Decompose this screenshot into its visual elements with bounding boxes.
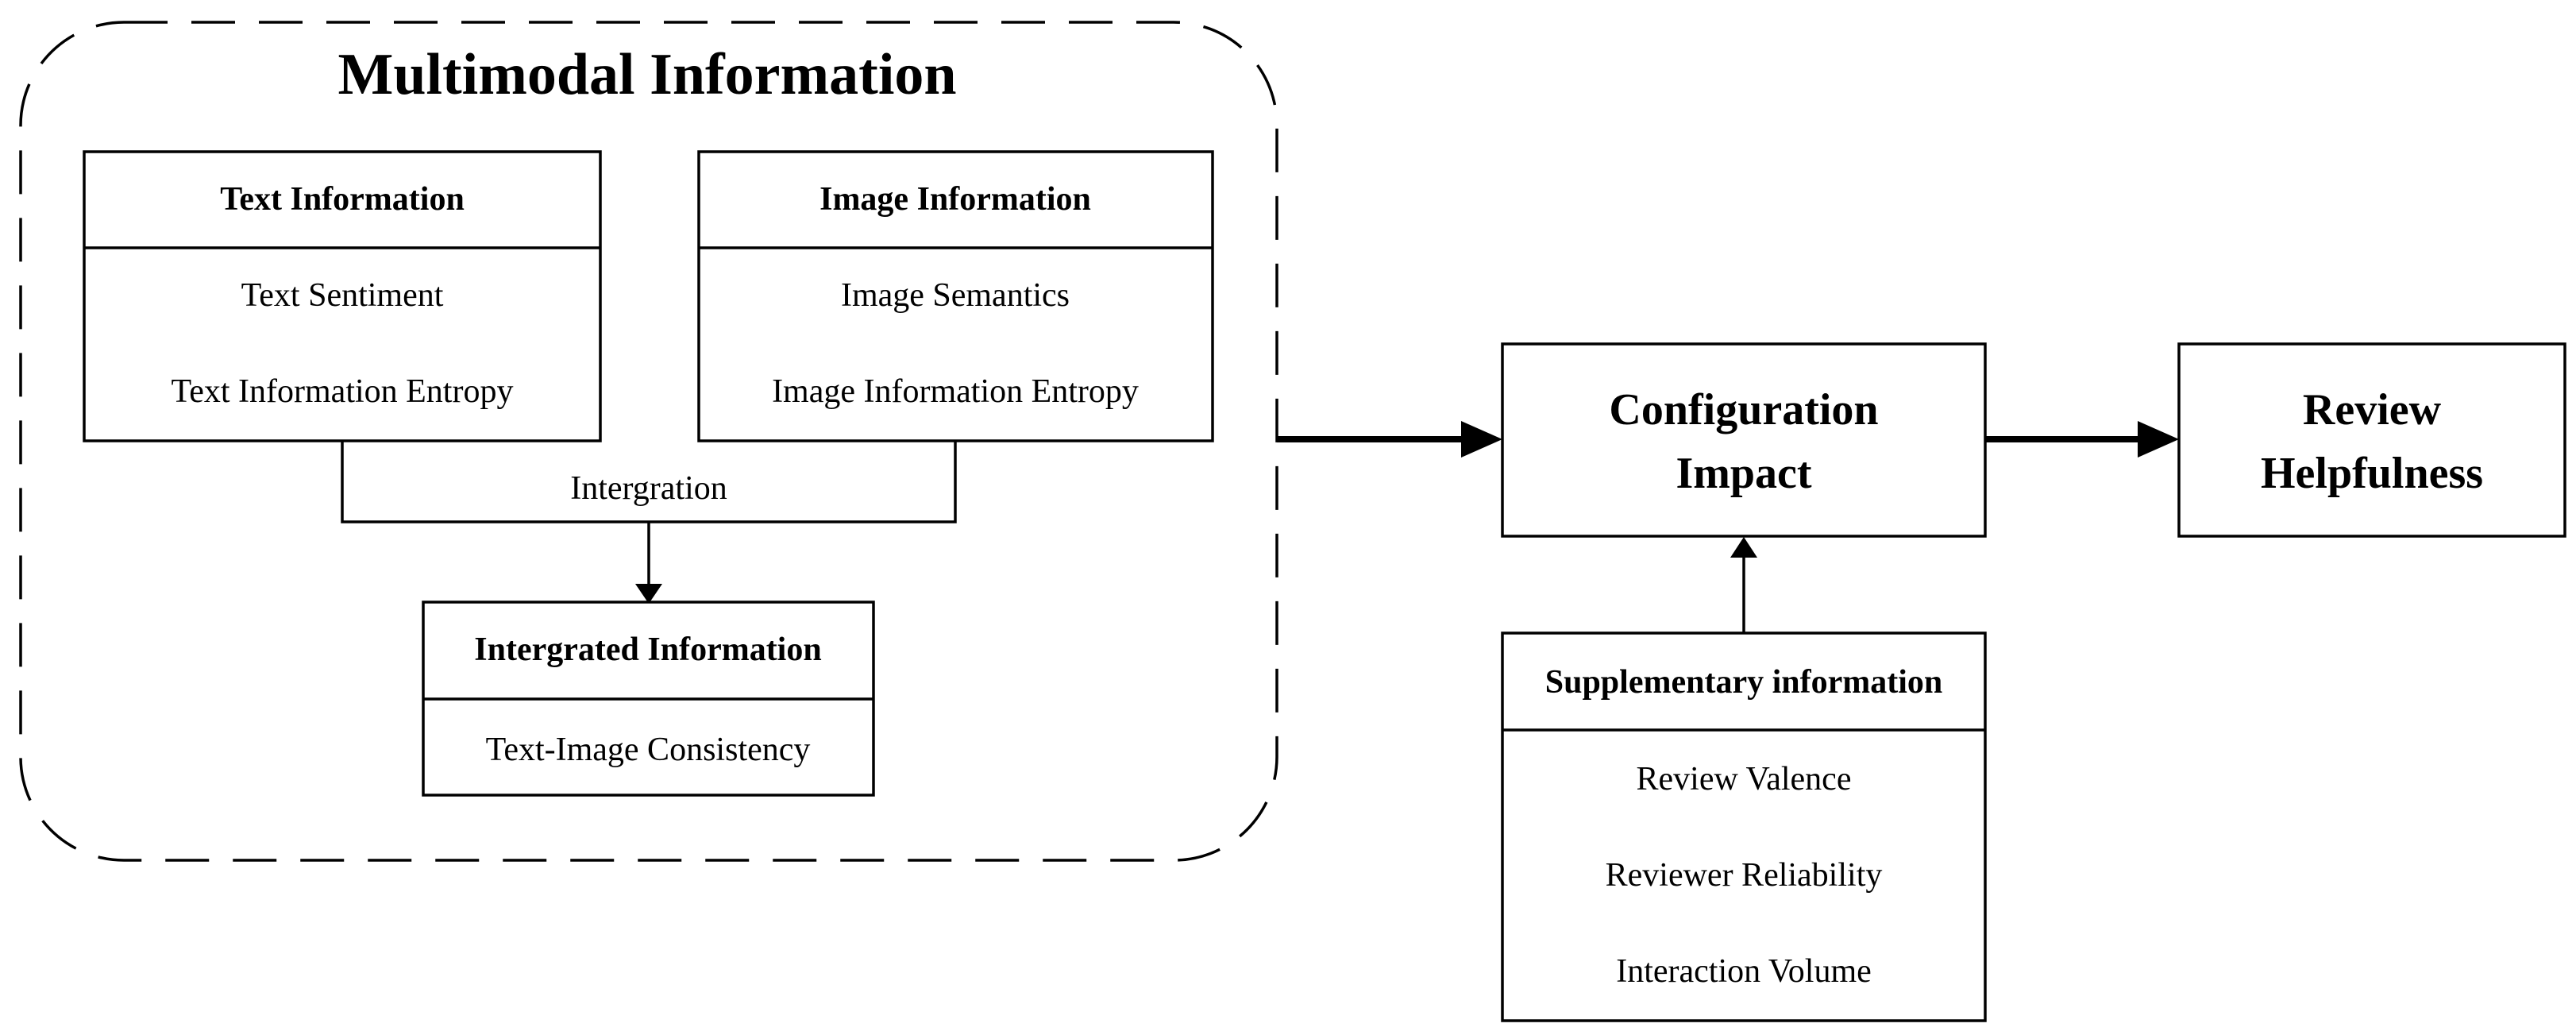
supplementary-information-header: Supplementary information: [1545, 664, 1943, 701]
configuration-impact-line1: Configuration: [1609, 385, 1878, 434]
integration-arrow-head: [635, 584, 662, 604]
text-information-header: Text Information: [220, 181, 465, 218]
integrated-information-header: Intergrated Information: [474, 631, 821, 668]
reviewer-reliability-label: Reviewer Reliability: [1606, 857, 1883, 894]
supplementary-to-configuration-arrow-head: [1730, 537, 1757, 558]
integrated-information-box: Intergrated Information Text-Image Consi…: [422, 601, 875, 797]
review-valence-label: Review Valence: [1637, 761, 1852, 797]
interaction-volume-label: Interaction Volume: [1616, 953, 1872, 990]
review-helpfulness-box: Review Helpfulness: [2177, 342, 2566, 538]
configuration-impact-box: Configuration Impact: [1501, 342, 1987, 538]
image-information-entropy-label: Image Information Entropy: [772, 373, 1139, 410]
configuration-impact-line2: Impact: [1676, 449, 1811, 498]
integration-label: Intergration: [570, 470, 727, 507]
supplementary-information-box: Supplementary information Review Valence…: [1501, 631, 1987, 1022]
multimodal-title: Multimodal Information: [337, 42, 956, 107]
text-image-consistency-label: Text-Image Consistency: [486, 732, 811, 768]
image-information-box: Image Information Image Semantics Image …: [697, 150, 1214, 442]
text-information-entropy-label: Text Information Entropy: [172, 373, 514, 410]
image-semantics-label: Image Semantics: [841, 277, 1070, 314]
image-information-header: Image Information: [819, 181, 1091, 218]
text-information-box: Text Information Text Sentiment Text Inf…: [83, 150, 602, 442]
review-helpfulness-line2: Helpfulness: [2261, 449, 2483, 498]
multimodal-to-configuration-arrow-head: [1461, 421, 1502, 458]
configuration-to-helpfulness-arrow-head: [2138, 421, 2179, 458]
review-helpfulness-line1: Review: [2303, 385, 2442, 434]
text-sentiment-label: Text Sentiment: [241, 277, 444, 314]
